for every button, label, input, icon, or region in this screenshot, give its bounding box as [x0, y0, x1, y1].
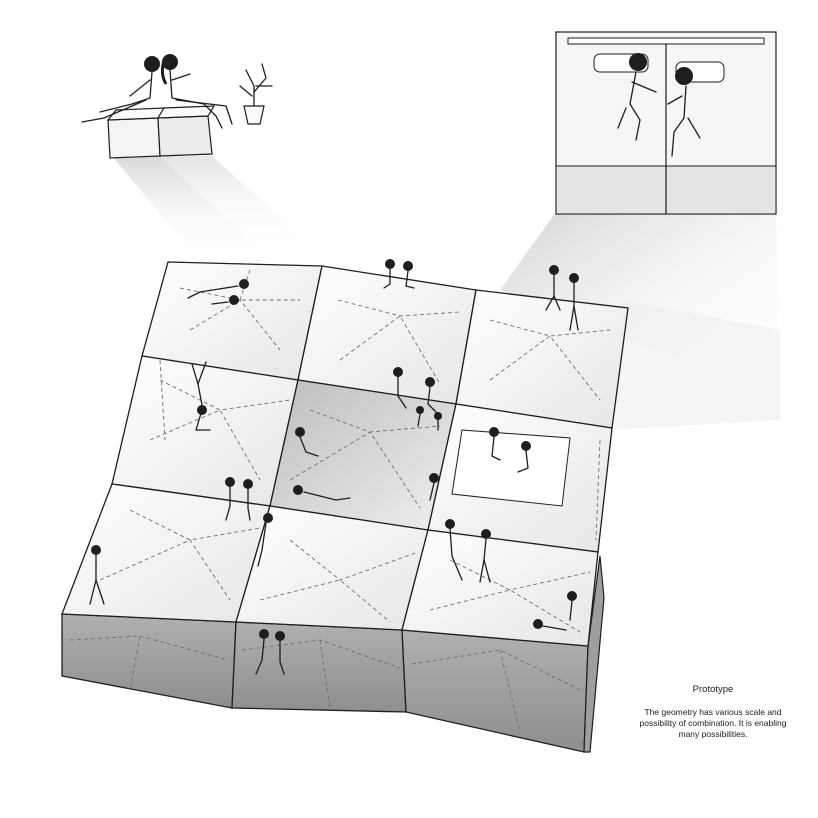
sleeping-couple-icon [617, 53, 701, 157]
seated-couple-icon [81, 54, 233, 129]
cube-shadow [112, 156, 260, 262]
person-figure-icon [191, 361, 211, 431]
person-figure-icon [293, 485, 351, 501]
seating-vignette [81, 54, 300, 262]
side-face-left [61, 613, 237, 709]
seat-cube-right [156, 105, 216, 157]
side-face-right-end [583, 555, 605, 753]
person-figure-icon [255, 629, 285, 675]
bed-rail [567, 37, 765, 45]
person-figure-icon [89, 545, 105, 605]
caption-text: The geometry has various scale and possi… [639, 707, 787, 739]
person-figure-icon [393, 367, 442, 431]
side-face-right [401, 629, 589, 753]
side-face-middle [231, 621, 407, 713]
person-figure-icon [295, 427, 319, 457]
fold-lines [99, 269, 611, 633]
person-figure-icon [429, 473, 439, 501]
person-figure-icon [545, 265, 579, 331]
picnic-blanket [451, 429, 571, 507]
side-faces [61, 555, 605, 753]
person-figure-icon [489, 427, 531, 473]
potted-plant-icon [239, 63, 273, 125]
person-figure-icon [383, 259, 415, 289]
caption-title: Prototype [692, 684, 734, 695]
cell-bottom-right [401, 529, 599, 647]
cube-shadow [160, 156, 300, 250]
grid-shadow [610, 300, 780, 430]
seat-cube-left [106, 107, 166, 159]
person-figure-icon [187, 279, 249, 305]
cell-top-right [455, 289, 629, 429]
person-figure-icon [225, 477, 253, 521]
cell-mid-left [111, 355, 299, 507]
person-figure-icon [445, 519, 491, 583]
person-figure-icon [257, 513, 273, 567]
person-figure-icon [533, 591, 577, 631]
module-grid [61, 259, 780, 753]
caption: Prototype The geometry has various scale… [628, 684, 798, 740]
